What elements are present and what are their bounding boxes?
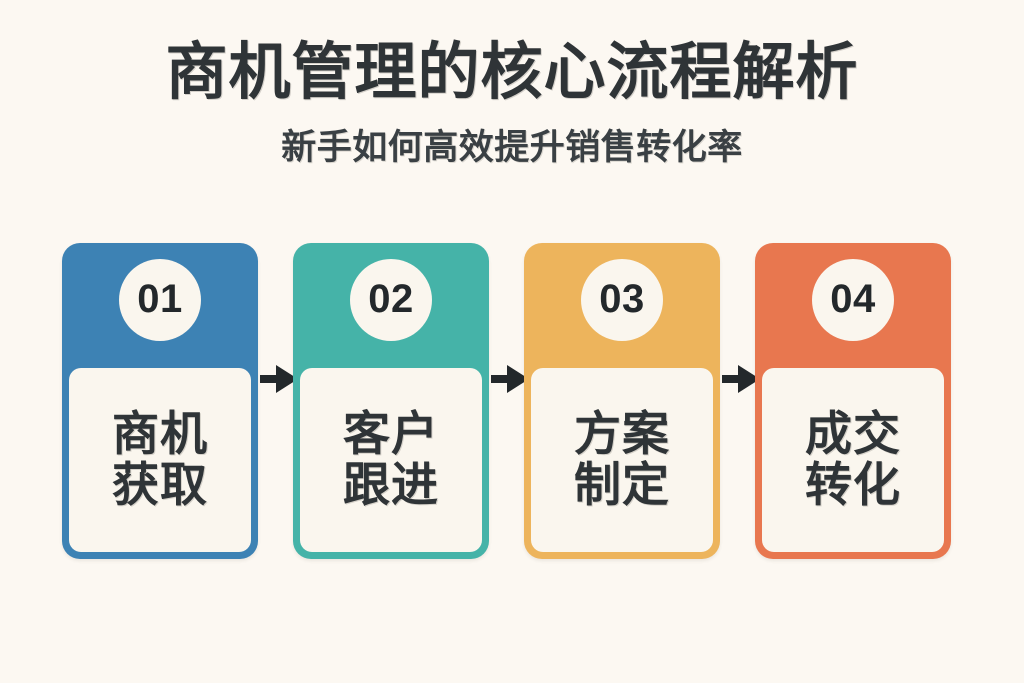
step-card-1[interactable]: 01 商机 获取 xyxy=(62,243,258,559)
step-card-3[interactable]: 03 方案 制定 xyxy=(524,243,720,559)
step-panel-1: 商机 获取 xyxy=(69,368,251,552)
step-number-badge-2: 02 xyxy=(350,259,432,341)
step-label-2: 客户 跟进 xyxy=(343,407,439,511)
poster-header: 商机管理的核心流程解析 新手如何高效提升销售转化率 xyxy=(0,38,1024,167)
step-card-4[interactable]: 04 成交 转化 xyxy=(755,243,951,559)
step-number-2: 02 xyxy=(368,277,414,321)
step-number-badge-4: 04 xyxy=(812,259,894,341)
step-number-badge-1: 01 xyxy=(119,259,201,341)
step-panel-4: 成交 转化 xyxy=(762,368,944,552)
step-panel-3: 方案 制定 xyxy=(531,368,713,552)
step-number-badge-3: 03 xyxy=(581,259,663,341)
step-number-1: 01 xyxy=(137,277,183,321)
step-number-4: 04 xyxy=(830,277,876,321)
arrow-right-icon-2 xyxy=(491,361,531,397)
step-label-4: 成交 转化 xyxy=(805,407,901,511)
arrow-right-icon-3 xyxy=(722,361,762,397)
page-title: 商机管理的核心流程解析 xyxy=(165,38,859,107)
page-subtitle: 新手如何高效提升销售转化率 xyxy=(281,127,743,167)
step-label-1: 商机 获取 xyxy=(112,407,208,511)
step-panel-2: 客户 跟进 xyxy=(300,368,482,552)
process-flow: 01 商机 获取 02 客户 跟进 xyxy=(62,243,955,559)
step-number-3: 03 xyxy=(599,277,645,321)
step-label-3: 方案 制定 xyxy=(574,407,670,511)
arrow-right-icon-1 xyxy=(260,361,300,397)
step-card-2[interactable]: 02 客户 跟进 xyxy=(293,243,489,559)
